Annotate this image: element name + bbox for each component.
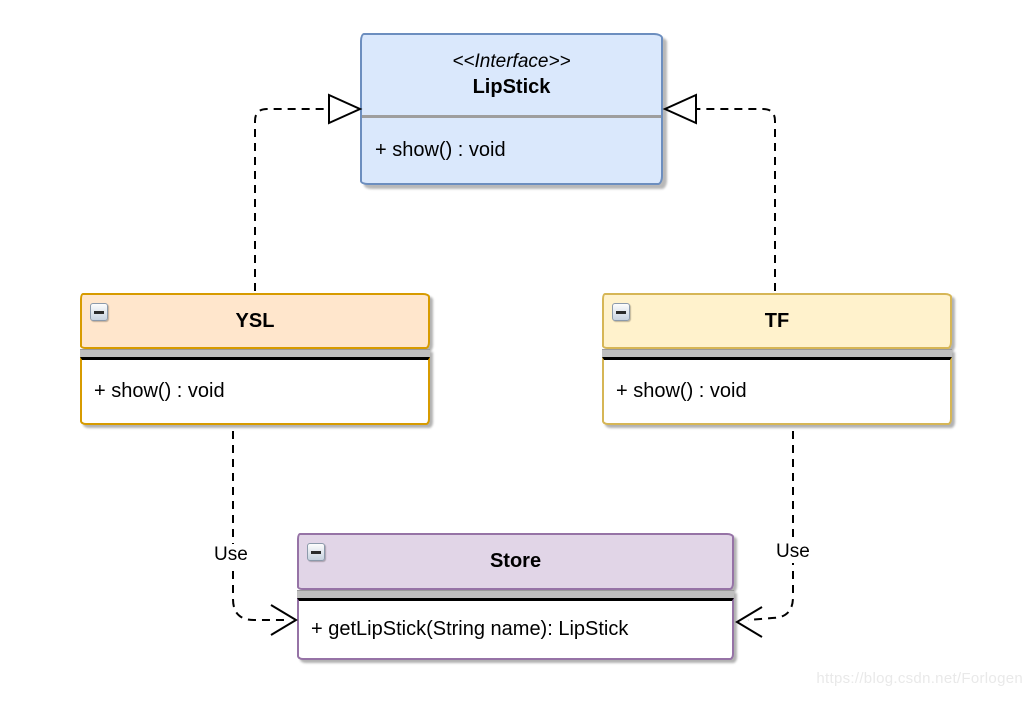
- section-divider: [362, 115, 661, 118]
- member-method: + show() : void: [94, 380, 225, 402]
- open-arrowhead-icon: [270, 604, 298, 636]
- store-title: Store: [489, 550, 542, 572]
- lipstick-members: + show() : void: [362, 118, 661, 183]
- edge-tf-realizes-lipstick[interactable]: [662, 93, 776, 291]
- header-shadow-band: [602, 349, 952, 357]
- collapse-button[interactable]: [612, 303, 630, 321]
- lipstick-header: <<Interface>> LipStick: [362, 35, 661, 115]
- edge-ysl-store-use[interactable]: [232, 431, 298, 636]
- minus-icon: [94, 310, 104, 314]
- member-method: + show() : void: [616, 380, 747, 402]
- tf-header: TF: [602, 293, 952, 349]
- hollow-triangle-arrowhead-icon: [328, 93, 363, 125]
- edge-line: [697, 108, 776, 291]
- edge-label-use-right[interactable]: Use: [773, 541, 813, 563]
- watermark-text: https://blog.csdn.net/Forlogen: [816, 670, 1023, 687]
- node-store-class[interactable]: Store + getLipStick(String name): LipSti…: [297, 533, 734, 660]
- edge-tf-store-use[interactable]: [735, 431, 794, 638]
- lipstick-title: LipStick: [472, 76, 551, 98]
- store-members: + getLipStick(String name): LipStick: [297, 598, 734, 660]
- tf-members: + show() : void: [602, 357, 952, 425]
- collapse-button[interactable]: [90, 303, 108, 321]
- store-header: Store: [297, 533, 734, 590]
- header-shadow-band: [80, 349, 430, 357]
- edge-line: [747, 431, 794, 621]
- open-arrowhead-icon: [735, 606, 763, 638]
- collapse-button[interactable]: [307, 543, 325, 561]
- edge-line: [232, 431, 286, 621]
- header-shadow-band: [297, 590, 734, 598]
- member-method: + getLipStick(String name): LipStick: [311, 618, 629, 640]
- ysl-title: YSL: [235, 309, 275, 332]
- node-lipstick-interface[interactable]: <<Interface>> LipStick + show() : void: [360, 33, 663, 185]
- member-method: + show() : void: [375, 139, 506, 161]
- lipstick-stereotype: <<Interface>>: [452, 51, 571, 72]
- node-tf-class[interactable]: TF + show() : void: [602, 293, 952, 425]
- edge-ysl-realizes-lipstick[interactable]: [254, 93, 363, 291]
- tf-title: TF: [764, 309, 790, 332]
- edge-line: [254, 108, 328, 291]
- ysl-header: YSL: [80, 293, 430, 349]
- minus-icon: [616, 310, 626, 314]
- node-ysl-class[interactable]: YSL + show() : void: [80, 293, 430, 425]
- minus-icon: [311, 550, 321, 554]
- edge-label-use-left[interactable]: Use: [211, 544, 251, 566]
- hollow-triangle-arrowhead-icon: [662, 93, 697, 125]
- ysl-members: + show() : void: [80, 357, 430, 425]
